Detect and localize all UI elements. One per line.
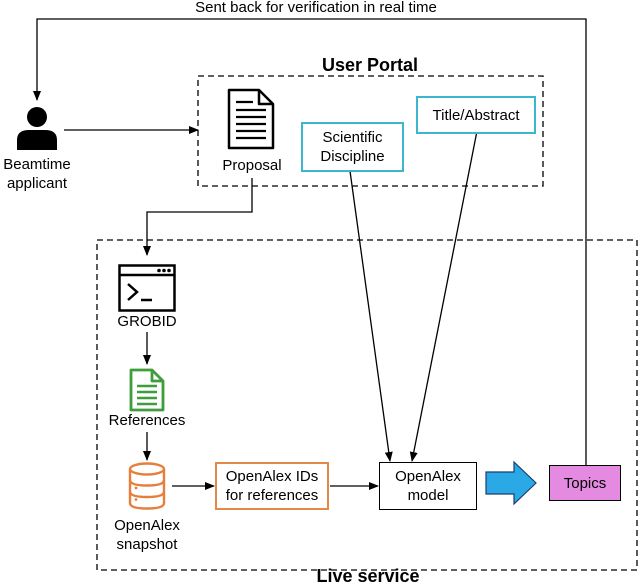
applicant-label-line2: applicant xyxy=(6,175,68,192)
scientific-discipline-box: Scientific Discipline xyxy=(301,122,404,172)
green-document-icon xyxy=(129,368,165,412)
live-service-container xyxy=(96,239,638,571)
database-icon xyxy=(128,462,166,510)
abstract-to-model-arrow xyxy=(409,130,478,462)
grobid-label: GROBID xyxy=(117,313,177,330)
feedback-label: Sent back for verification in real time xyxy=(195,0,437,16)
ids-label-line2: for references xyxy=(225,487,319,504)
openalex-model-box: OpenAlex model xyxy=(379,462,477,510)
openalex-ids-box: OpenAlex IDs for references xyxy=(215,462,329,510)
ids-label-line1: OpenAlex IDs xyxy=(225,468,319,485)
document-icon xyxy=(227,88,275,150)
discipline-label-line2: Discipline xyxy=(320,148,385,165)
discipline-to-model-arrow xyxy=(349,170,393,462)
snapshot-label-line1: OpenAlex xyxy=(114,517,180,534)
references-label: References xyxy=(108,412,186,429)
feedback-arrow xyxy=(33,18,587,468)
topics-label: Topics xyxy=(563,474,607,492)
snapshot-label-line2: snapshot xyxy=(116,536,178,553)
discipline-label-line1: Scientific xyxy=(322,129,383,146)
terminal-window-icon xyxy=(118,264,176,312)
applicant-label-line1: Beamtime xyxy=(3,156,71,173)
title-abstract-box: Title/Abstract xyxy=(416,96,536,134)
proposal-label: Proposal xyxy=(222,157,282,174)
live-service-title: Live service xyxy=(316,566,420,586)
person-icon xyxy=(17,107,57,150)
user-portal-title: User Portal xyxy=(321,55,419,75)
proposal-to-grobid-arrow xyxy=(143,178,253,256)
topics-box: Topics xyxy=(549,465,621,501)
title-abstract-label: Title/Abstract xyxy=(432,106,520,124)
model-label-line2: model xyxy=(407,487,449,504)
blue-arrow-icon xyxy=(485,460,537,506)
model-label-line1: OpenAlex xyxy=(395,468,461,485)
